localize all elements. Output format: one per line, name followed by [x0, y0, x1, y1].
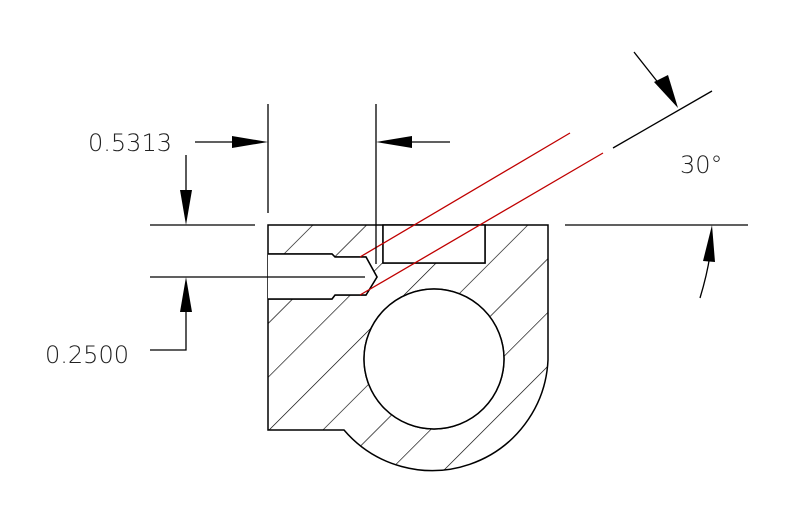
bore-circle	[363, 288, 505, 430]
height-dim-leader-bottom	[150, 300, 187, 351]
width-dimension-label: 0.5313	[88, 129, 172, 157]
height-dimension-label: 0.2500	[45, 341, 129, 369]
angle-leader-top	[633, 51, 661, 86]
angle-dimension-label: 30°	[680, 151, 723, 179]
arrow-up-icon	[180, 277, 192, 312]
angle-arrow-top-icon	[654, 75, 678, 108]
red-line-lower	[359, 152, 604, 296]
red-line-upper	[359, 132, 571, 258]
angle-extension-line	[612, 90, 713, 149]
arrow-down-icon	[180, 190, 192, 225]
arrow-right-icon	[232, 136, 268, 148]
angle-arrow-bottom-icon	[703, 225, 715, 262]
arrow-left-icon	[376, 136, 412, 148]
